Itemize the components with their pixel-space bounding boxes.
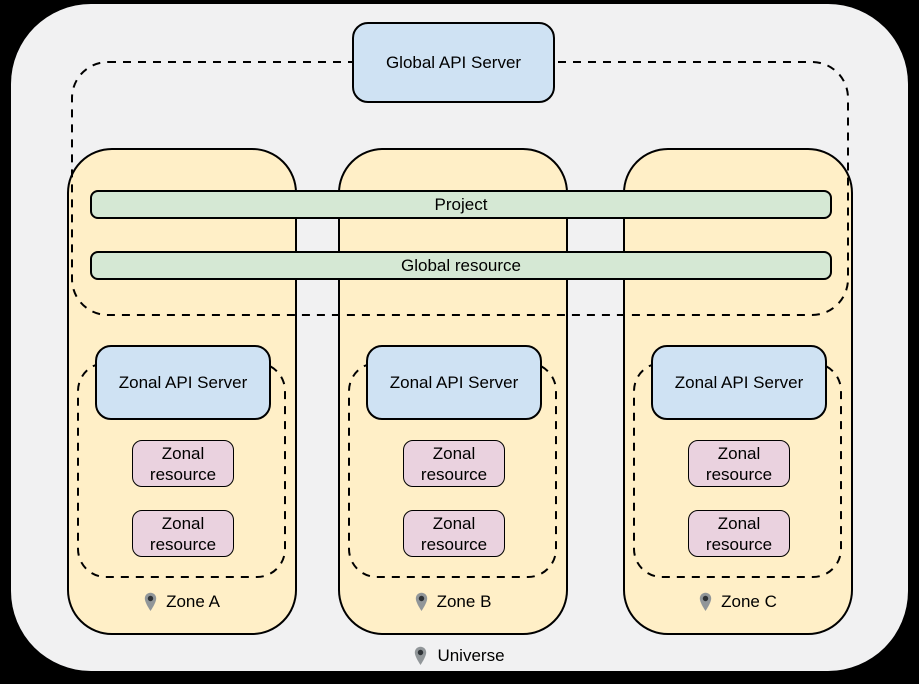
project-bar: Project (90, 190, 832, 219)
zonal-resource-box: Zonal resource (688, 440, 790, 487)
global-resource-label: Global resource (400, 255, 521, 275)
zonal-resource-box: Zonal resource (403, 440, 505, 487)
zone-b-container: Zonal API Server Zonal resource Zonal re… (338, 148, 568, 635)
zonal-api-server-label: Zonal API Server (118, 372, 248, 392)
zonal-resource-box: Zonal resource (403, 510, 505, 557)
zonal-api-server-box: Zonal API Server (95, 345, 271, 420)
zone-label: Zone B (340, 588, 566, 616)
universe-name: Universe (437, 646, 505, 665)
global-resource-bar: Global resource (90, 251, 832, 280)
zonal-resource-label: Zonal resource (705, 443, 773, 484)
zonal-resource-label: Zonal resource (149, 513, 217, 554)
location-pin-icon (415, 592, 427, 611)
zone-a-container: Zonal API Server Zonal resource Zonal re… (67, 148, 297, 635)
zonal-api-server-label: Zonal API Server (674, 372, 804, 392)
zone-name: Zone A (166, 592, 220, 611)
global-api-server-label: Global API Server (385, 52, 522, 72)
zonal-api-server-box: Zonal API Server (651, 345, 827, 420)
zonal-resource-box: Zonal resource (132, 440, 234, 487)
zone-label: Zone C (625, 588, 851, 616)
zone-name: Zone C (721, 592, 777, 611)
zonal-resource-box: Zonal resource (132, 510, 234, 557)
zonal-resource-label: Zonal resource (420, 443, 488, 484)
universe-label: Universe (0, 642, 919, 670)
zonal-api-server-label: Zonal API Server (389, 372, 519, 392)
zone-c-container: Zonal API Server Zonal resource Zonal re… (623, 148, 853, 635)
zonal-resource-label: Zonal resource (705, 513, 773, 554)
zonal-api-server-box: Zonal API Server (366, 345, 542, 420)
global-api-server-box: Global API Server (352, 22, 555, 103)
zonal-resource-box: Zonal resource (688, 510, 790, 557)
project-label: Project (434, 194, 488, 214)
location-pin-icon (699, 592, 712, 611)
location-pin-icon (144, 592, 157, 611)
zonal-resource-label: Zonal resource (420, 513, 488, 554)
location-pin-icon (415, 646, 427, 665)
zone-name: Zone B (436, 592, 492, 611)
zone-label: Zone A (69, 588, 295, 616)
zonal-resource-label: Zonal resource (149, 443, 217, 484)
